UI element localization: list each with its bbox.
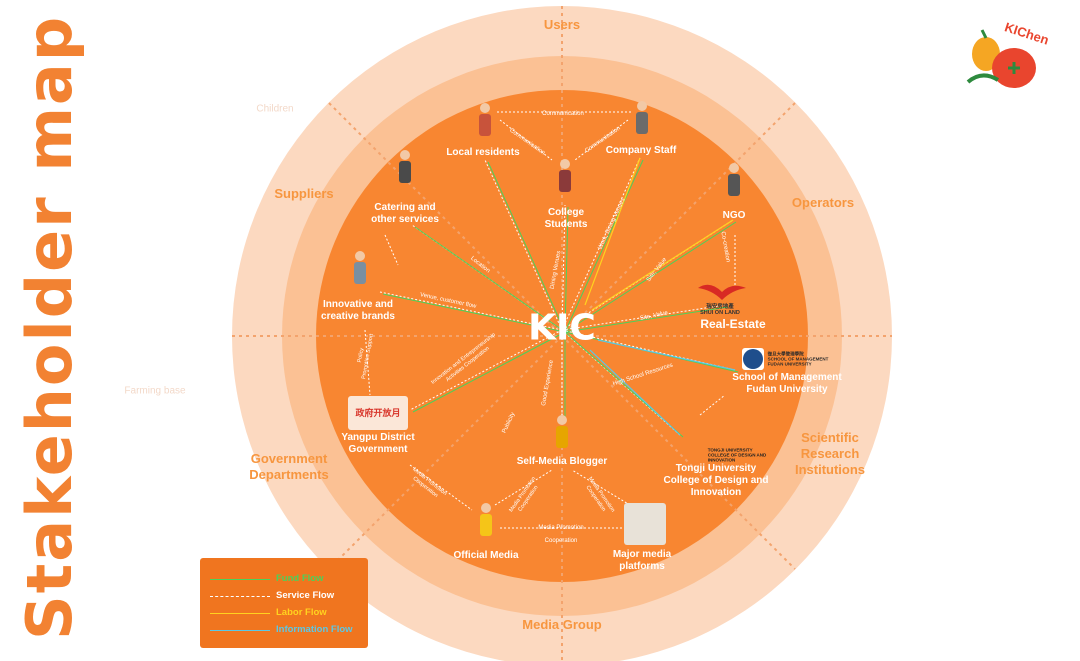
ghost-children: Children (256, 103, 294, 115)
stakeholder-yangpu: Yangpu District Government (341, 432, 415, 455)
stakeholder-company-staff: Company Staff (605, 145, 677, 156)
segment-media-group: Media Group (522, 617, 602, 632)
person-figure (559, 159, 571, 192)
flow-line (414, 226, 566, 333)
yangpu-logo: 政府开放月 (355, 408, 401, 418)
stakeholder-official-media: Official Media (453, 550, 519, 561)
person-figure (479, 103, 491, 136)
flow-line (484, 159, 563, 331)
segment-government: Government Departments (249, 451, 329, 482)
stakeholder-fudan: School of Management Fudan University (732, 372, 842, 395)
stakeholder-catering: Catering and other services (371, 202, 439, 225)
flow-line (487, 161, 566, 333)
stakeholder-local-residents: Local residents (446, 147, 520, 158)
fudan-logo: 復旦大學管理學院 SCHOOL OF MANAGEMENT FUDAN UNIV… (767, 351, 829, 367)
flow-line (589, 349, 681, 436)
flow-label-cooperation: Cooperation (544, 538, 578, 544)
flow-line (574, 119, 629, 161)
stakeholder-major-media: Major media platforms (612, 549, 672, 572)
person-figure (354, 251, 366, 284)
stakeholder-real-estate: Real-Estate (700, 317, 766, 331)
flow-line (384, 234, 399, 266)
flow-line (494, 469, 553, 506)
flow-line (499, 119, 553, 161)
person-figure (556, 415, 568, 448)
flow-line (564, 221, 737, 333)
stakeholder-tongji: Tongji University College of Design and … (663, 463, 769, 498)
person-figure (399, 150, 411, 183)
flow-line (564, 159, 644, 333)
segment-scientific: Scientific Research Institutions (794, 430, 866, 477)
legend: Fund Flow Service Flow Labor Flow Inform… (200, 558, 368, 648)
flow-line (597, 339, 736, 371)
person-figure (636, 101, 648, 134)
shui-on-logo: 瑞安房地產 SHUI ON LAND (700, 304, 740, 316)
flow-line (591, 219, 734, 311)
flow-line (412, 331, 566, 413)
flow-line (382, 293, 566, 333)
flow-line (364, 329, 371, 396)
stakeholder-figures (348, 101, 764, 545)
shui-on-mark-icon (698, 284, 746, 300)
flow-line (561, 329, 736, 371)
flow-line (379, 291, 563, 331)
flow-line (561, 304, 726, 331)
flow-lines (364, 111, 739, 529)
stakeholder-college-students: College Students (544, 207, 588, 230)
ghost-farming: Farming base (124, 385, 186, 397)
flow-label-communication: Communication (542, 111, 584, 117)
flow-line (564, 206, 569, 333)
flow-label-media-promo: Media Promotion (538, 525, 584, 531)
logo-box (348, 396, 408, 430)
flow-line (561, 204, 566, 331)
stakeholder-self-media: Self-Media Blogger (516, 456, 608, 467)
flow-line (564, 306, 729, 333)
logo-box (624, 503, 666, 545)
kichen-logo (966, 29, 1036, 88)
flow-line (584, 157, 641, 306)
flow-line (571, 469, 631, 506)
person-figure (728, 163, 740, 196)
flow-line (699, 394, 726, 416)
segment-users: Users (543, 17, 581, 32)
segment-operators: Operators (791, 195, 855, 210)
flow-line (561, 157, 641, 331)
tongji-logo: TONGJI UNIVERSITY COLLEGE OF DESIGN AND … (707, 447, 767, 463)
flow-line (409, 329, 563, 411)
stakeholder-brands: Innovative and creative brands (321, 299, 395, 322)
stakeholder-ngo: NGO (722, 210, 746, 221)
fudan-seal-icon (743, 349, 763, 369)
flow-line (409, 464, 473, 511)
person-figure (480, 503, 492, 536)
center-kic: KIC (528, 307, 596, 349)
segment-suppliers: Suppliers (274, 186, 334, 201)
